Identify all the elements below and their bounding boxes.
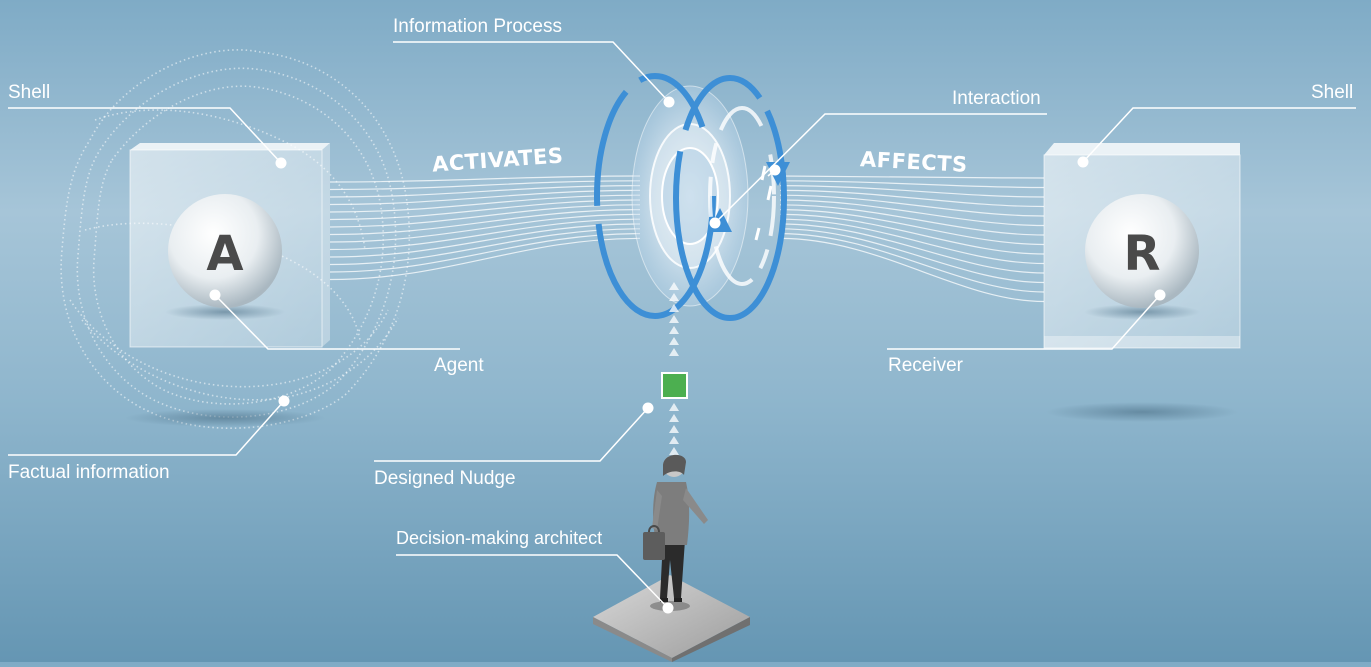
leader-interaction (714, 113, 1047, 224)
nudge-arrow (669, 425, 679, 433)
flow-line (329, 189, 641, 206)
flow-line (779, 237, 1045, 303)
nudge-arrow (669, 315, 679, 323)
flow-line (329, 209, 641, 236)
leader-lines (8, 41, 1356, 609)
nudge-arrow-column (669, 282, 679, 455)
nudge-arrow (669, 282, 679, 290)
flow-line (329, 199, 641, 221)
flow-line (779, 194, 1045, 217)
leader-designed-nudge (374, 407, 649, 462)
receiver-sphere (1084, 194, 1200, 320)
nudge-arrow (669, 348, 679, 356)
flow-line (779, 223, 1045, 274)
flow-line (779, 180, 1045, 189)
flow-line (779, 185, 1045, 198)
agent-sphere (165, 194, 285, 320)
agent-letter: A (206, 226, 243, 282)
factual-information-label: Factual information (8, 462, 170, 483)
anchor-dots (209, 96, 1166, 614)
interaction-label: Interaction (952, 88, 1041, 109)
leader-shell-left (8, 107, 282, 164)
leader-agent (214, 294, 460, 350)
nudge-arrow (669, 326, 679, 334)
flow-line (779, 213, 1045, 255)
flow-line (779, 199, 1045, 227)
nudge-arrow (669, 447, 679, 455)
agent-cloud-shadow (125, 409, 325, 427)
flow-line (329, 218, 641, 251)
nudge-arrow (669, 414, 679, 422)
information-process-label: Information Process (393, 16, 562, 37)
flow-line (779, 189, 1045, 208)
nudge-arrow (669, 304, 679, 312)
nudge-arrow (669, 403, 679, 411)
designed-nudge-label: Designed Nudge (374, 468, 516, 489)
receiver-label: Receiver (888, 355, 963, 376)
flow-line (329, 233, 641, 273)
nudge-arrow (669, 436, 679, 444)
designed-nudge-square (661, 372, 688, 399)
flow-line (779, 218, 1045, 265)
flow-line (329, 223, 641, 258)
architect-platform (593, 575, 750, 662)
flow-line (779, 209, 1045, 246)
leader-decision-making-architect (396, 554, 669, 609)
decision-making-architect-figure (643, 454, 708, 611)
nudge-arrow (669, 293, 679, 301)
flow-line (329, 237, 641, 281)
flow-line (779, 233, 1045, 293)
leader-receiver (887, 294, 1161, 350)
information-process-ring (594, 73, 787, 321)
leader-factual-information (8, 400, 285, 456)
affects-flow-lines (779, 175, 1045, 303)
decision-making-architect-label: Decision-making architect (396, 528, 603, 548)
receiver-cube-shadow (1046, 402, 1238, 422)
flow-line (329, 213, 641, 243)
shell-right-label: Shell (1311, 82, 1354, 103)
receiver-letter: R (1124, 226, 1161, 282)
flow-line (779, 204, 1045, 236)
flow-line (779, 175, 1045, 179)
nudge-arrow (669, 337, 679, 345)
factual-information-cloud (60, 49, 411, 429)
leader-shell-right (1082, 107, 1356, 163)
shell-left-label: Shell (8, 82, 51, 103)
flow-line (779, 228, 1045, 284)
activates-flow-lines (329, 175, 641, 281)
agent-label: Agent (434, 355, 484, 376)
flow-line (329, 228, 641, 266)
leader-information-process (393, 41, 670, 103)
